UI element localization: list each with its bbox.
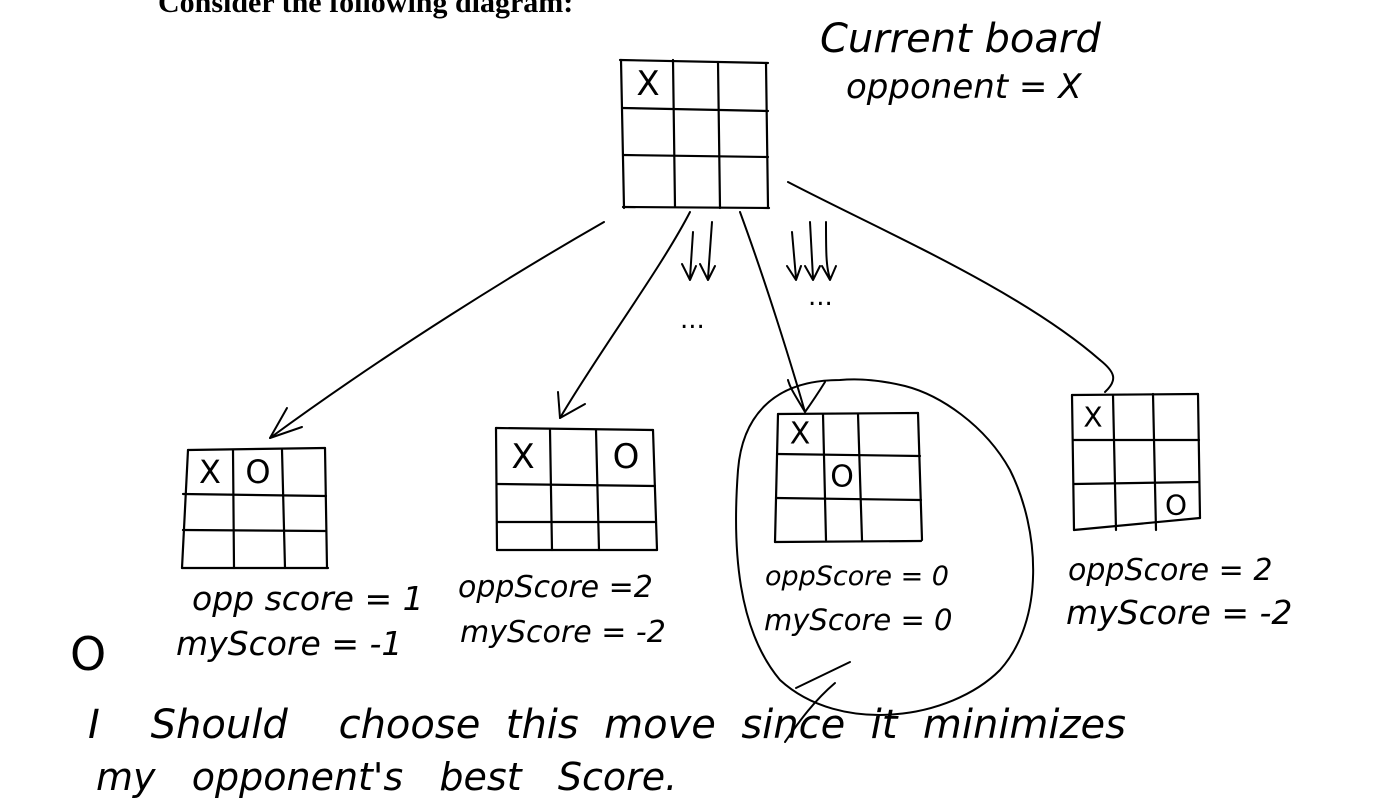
- edge-to-child-3: [739, 211, 806, 413]
- child-1-cell-1-o-mark: O: [245, 453, 270, 491]
- edge-to-child-4: [787, 181, 1101, 361]
- child-3-opp-score: oppScore = 0: [765, 561, 949, 592]
- child-3-my-score: myScore = 0: [764, 603, 952, 637]
- root-cell-0-x-mark: X: [636, 64, 659, 104]
- edge-to-child-2: [559, 211, 691, 419]
- child-4-my-score: myScore = -2: [1066, 593, 1292, 632]
- edge-to-child-1-arrowhead: [269, 407, 303, 439]
- child-2-cell-2-o-mark: O: [613, 437, 640, 477]
- edge-to-child-2-arrowhead: [557, 391, 586, 419]
- edge-to-child-4-arrowhead: [1099, 359, 1115, 393]
- child-3-cell-4-o-mark: O: [830, 460, 854, 495]
- left-o-mark: O: [70, 627, 106, 681]
- child-3-board: [773, 411, 924, 544]
- child-3-cell-0-x-mark: X: [790, 417, 811, 452]
- child-1-opp-score: opp score = 1: [192, 579, 424, 618]
- conclusion-line-2: my opponent's best Score.: [96, 755, 677, 799]
- child-2-my-score: myScore = -2: [460, 615, 666, 650]
- child-1-cell-0-x-mark: X: [199, 453, 221, 491]
- ellipsis-right: ...: [808, 282, 833, 312]
- root-label-current-board: Current board: [820, 16, 1101, 62]
- child-4-opp-score: oppScore = 2: [1068, 553, 1272, 588]
- child-2-cell-0-x-mark: X: [511, 437, 534, 477]
- edge-to-child-1: [269, 221, 605, 439]
- child-4-cell-8-o-mark: O: [1165, 489, 1187, 522]
- ellipsis-left: ...: [680, 305, 705, 335]
- child-4-cell-0-x-mark: X: [1083, 401, 1102, 434]
- highlight-pointer: [784, 661, 851, 743]
- diagram-title: Consider the following diagram:: [158, 0, 574, 19]
- child-2-board: [494, 426, 659, 552]
- conclusion-line-1: I Should choose this move since it minim…: [88, 702, 1126, 748]
- root-board: [618, 58, 771, 210]
- stub-arrows-left: [681, 221, 716, 281]
- child-4-board: [1070, 392, 1202, 532]
- child-1-my-score: myScore = -1: [176, 624, 402, 663]
- root-label-opponent: opponent = X: [846, 67, 1082, 107]
- edge-to-child-3-arrowhead: [787, 379, 826, 413]
- stub-arrows-right: [786, 221, 837, 281]
- selected-move-highlight: [735, 378, 1035, 716]
- child-1-board: [180, 446, 330, 570]
- child-2-opp-score: oppScore =2: [458, 570, 653, 605]
